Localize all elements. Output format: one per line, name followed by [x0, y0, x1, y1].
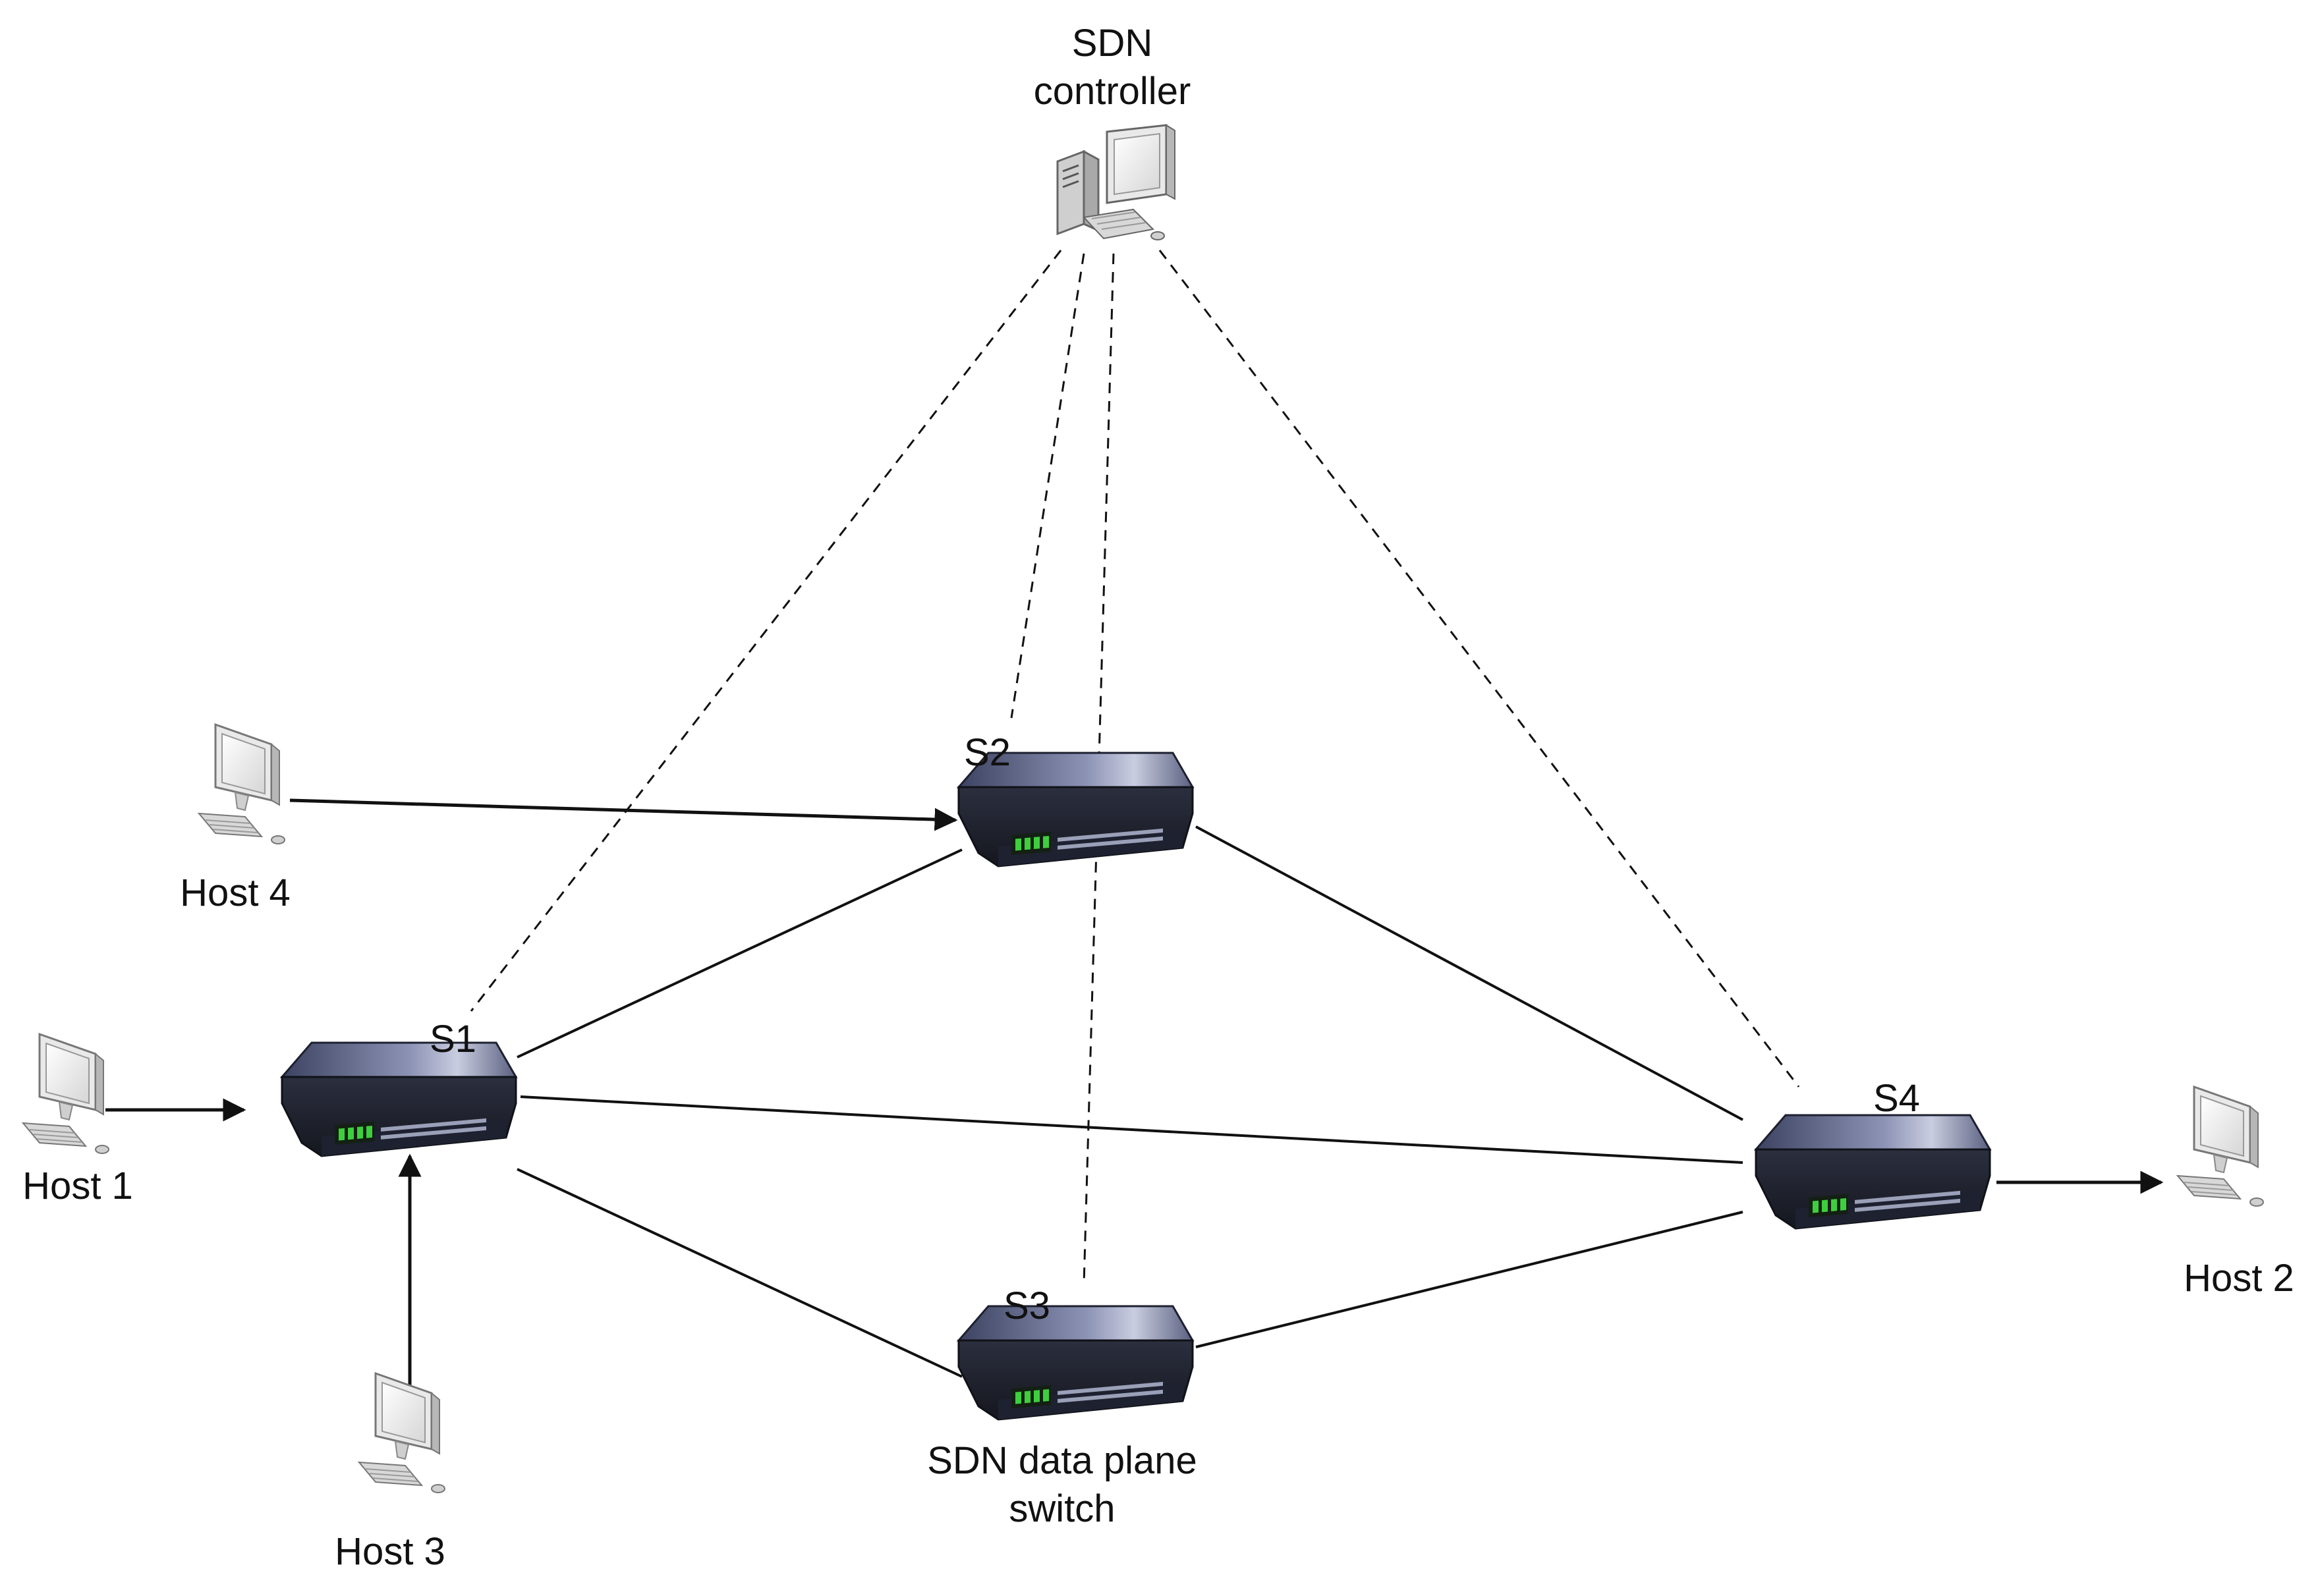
- host-label-4: Host 4: [180, 871, 291, 914]
- host-2[interactable]: Host 2: [2176, 1086, 2294, 1300]
- host-label-1: Host 1: [22, 1165, 133, 1207]
- monitor-icon: [2176, 1086, 2265, 1207]
- host-label-3: Host 3: [335, 1530, 445, 1573]
- control-link-s2: [1010, 253, 1085, 719]
- host-1[interactable]: Host 1: [22, 1033, 133, 1207]
- host-links: [105, 798, 2164, 1390]
- sdn-controller[interactable]: SDN controller: [1034, 22, 1191, 241]
- data-link-s1-s4: [520, 1095, 1743, 1164]
- data-link-s3-s4: [1195, 1211, 1743, 1348]
- host-3[interactable]: Host 3: [335, 1372, 446, 1573]
- monitor-icon: [198, 723, 286, 845]
- network-switch-icon: [1755, 1114, 1991, 1230]
- network-switch-icon: [281, 1041, 517, 1157]
- switch-s2[interactable]: S2: [957, 731, 1194, 867]
- switch-s3[interactable]: S3 SDN data plane switch: [927, 1284, 1197, 1530]
- switch-label-s1: S1: [430, 1018, 476, 1060]
- controller-label-line1: SDN: [1072, 22, 1152, 65]
- switch-s1[interactable]: S1: [281, 1018, 517, 1157]
- switch-label-s3: S3: [1003, 1284, 1050, 1327]
- control-link-s1: [470, 250, 1062, 1012]
- switch-caption-line1: SDN data plane: [927, 1439, 1197, 1482]
- controller-label-line2: controller: [1034, 70, 1191, 113]
- data-links: [517, 825, 1743, 1378]
- host-label-2: Host 2: [2184, 1257, 2294, 1300]
- control-link-s4: [1158, 250, 1800, 1087]
- monitor-icon: [358, 1372, 446, 1494]
- switch-caption-line2: switch: [1009, 1487, 1115, 1530]
- control-links: [470, 250, 1800, 1285]
- desktop-computer-icon: [1056, 124, 1176, 241]
- arrow-host4-s2: [289, 798, 958, 831]
- data-link-s1-s3: [517, 1168, 963, 1378]
- network-switch-icon: [957, 1305, 1194, 1421]
- data-link-s1-s2: [517, 848, 963, 1059]
- host-4[interactable]: Host 4: [180, 723, 291, 914]
- switch-s4[interactable]: S4: [1755, 1077, 1991, 1230]
- switch-label-s2: S2: [964, 731, 1011, 774]
- switch-label-s4: S4: [1873, 1077, 1920, 1120]
- control-link-s3: [1083, 253, 1115, 1285]
- monitor-icon: [22, 1033, 110, 1155]
- data-link-s2-s4: [1195, 825, 1743, 1121]
